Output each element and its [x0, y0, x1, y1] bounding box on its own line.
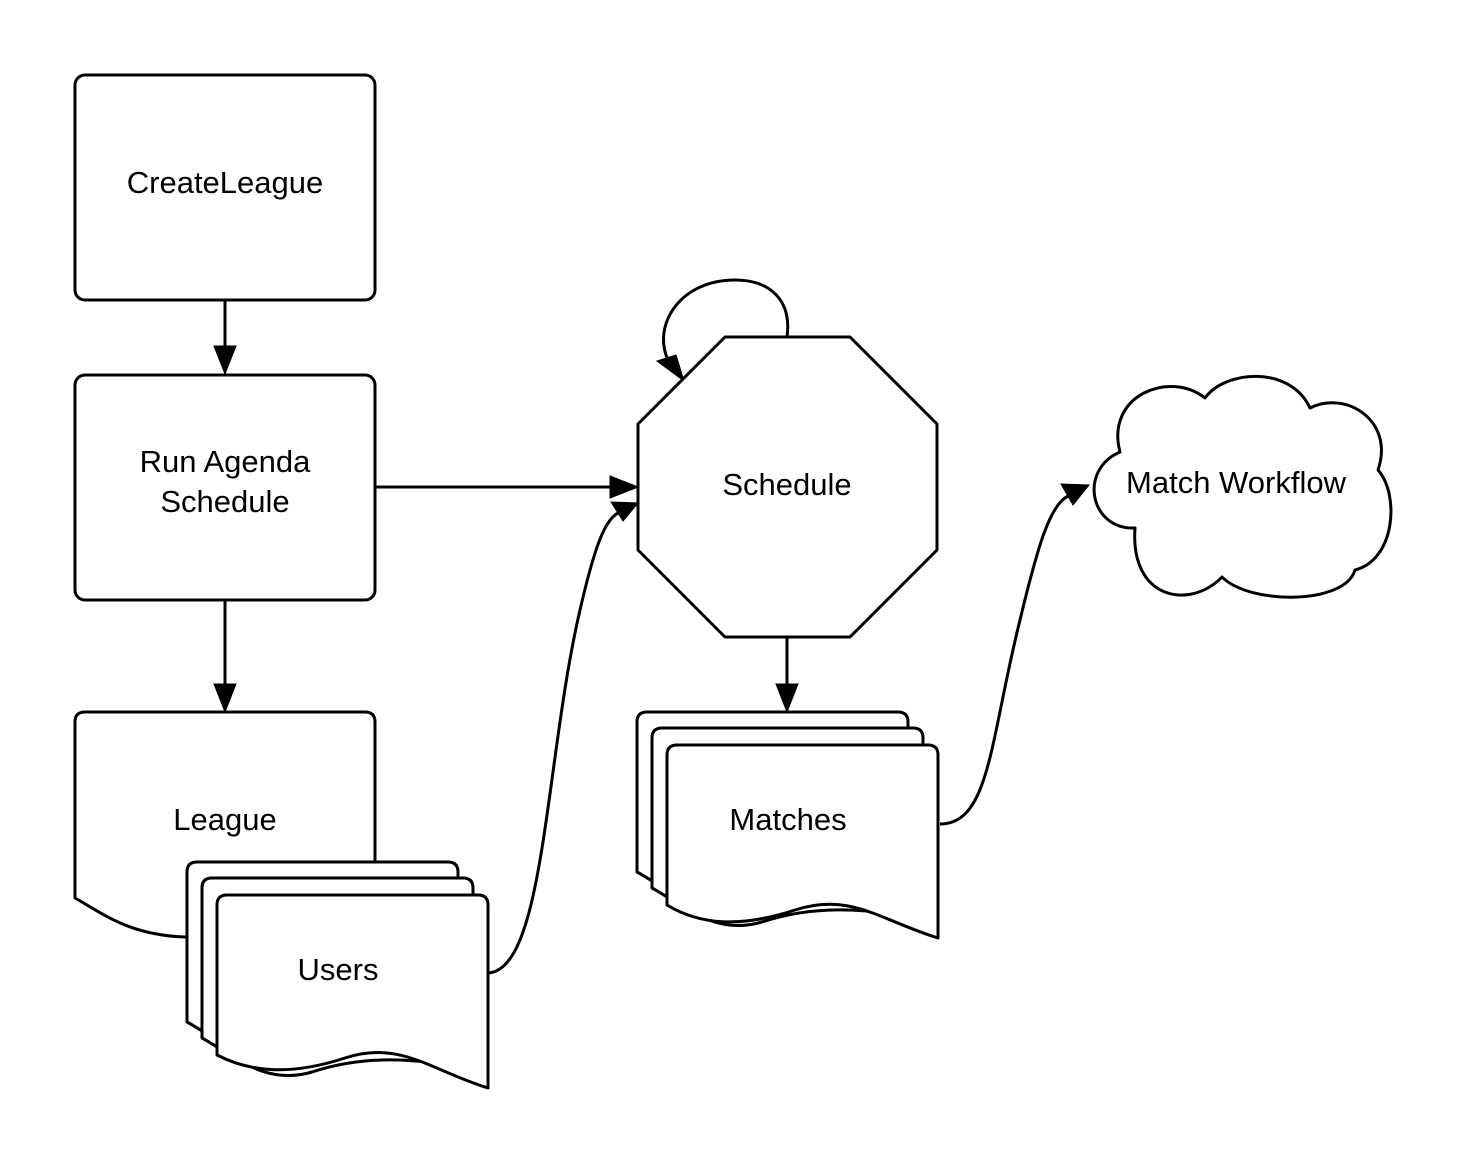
node-label: Matches	[729, 802, 846, 837]
edge-run-agenda-to-schedule	[376, 475, 640, 499]
edge-run-agenda-to-league	[213, 600, 237, 714]
node-run-agenda-schedule[interactable]: Run Agenda Schedule	[73, 373, 377, 602]
node-match-workflow-cloud[interactable]: Match Workflow	[1092, 374, 1393, 599]
node-schedule-octagon[interactable]: Schedule	[636, 335, 939, 639]
node-label-line-2: Schedule	[160, 484, 289, 519]
node-create-league[interactable]: CreateLeague	[73, 73, 377, 302]
node-label: Users	[298, 952, 379, 987]
node-label: League	[173, 802, 276, 837]
edge-matches-to-match-workflow	[939, 483, 1091, 826]
node-matches-documents[interactable]: Matches	[635, 710, 940, 940]
edge-schedule-to-matches	[775, 637, 799, 714]
node-label: CreateLeague	[127, 165, 324, 200]
edge-createleague-to-run-agenda	[213, 300, 237, 376]
edge-users-to-schedule	[487, 501, 640, 975]
node-users-documents[interactable]: Users	[185, 860, 490, 1090]
edge-schedule-self-loop	[655, 278, 790, 383]
node-label-line-1: Run Agenda	[140, 444, 311, 479]
node-label: Schedule	[722, 467, 851, 502]
node-label: Match Workflow	[1126, 465, 1347, 500]
